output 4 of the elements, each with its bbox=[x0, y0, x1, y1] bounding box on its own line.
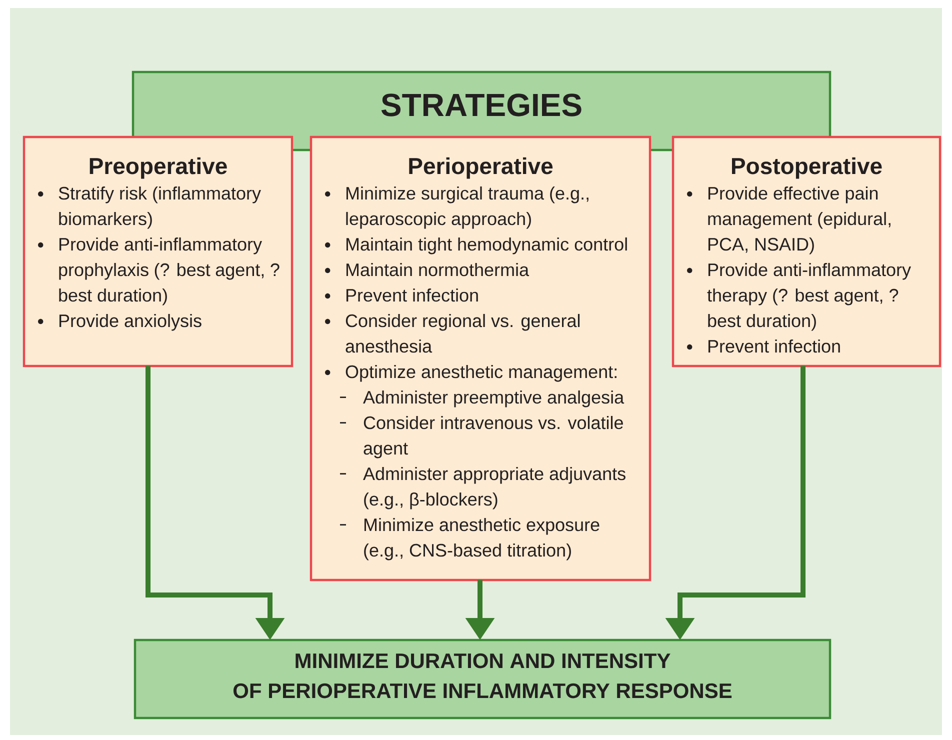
list-box: Perioperative Minimize surgical trauma (e.g., leparoscopic approach) Maintain tight hemodynamic control Maintain normothermia Prevent infection Consider regional vs. general anesthesia Optimize anesthetic management: Administer preemptive analgesia Consider intravenous vs. volatile agent Administer appropriate adjuvants (e.g., β-blockers) Minimize anesthetic exposure (e.g., CNS-based titration) bbox=[310, 136, 652, 582]
list-box: Preoperative Stratify risk (inflammatory biomarkers) Provide anti-inflammatory prophylaxis (? best agent, ? best duration) Provide anxiolysis bbox=[22, 136, 294, 368]
list-box: Postoperative Provide effective pain management (epidural, PCA, NSAID) Provide anti-inflammatory therapy (? best agent, ? best duration) Prevent infection bbox=[672, 136, 942, 368]
result-box: MINIMIZE DURATION AND INTENSITY OF PERIOPERATIVE INFLAMMATORY RESPONSE bbox=[134, 638, 832, 720]
